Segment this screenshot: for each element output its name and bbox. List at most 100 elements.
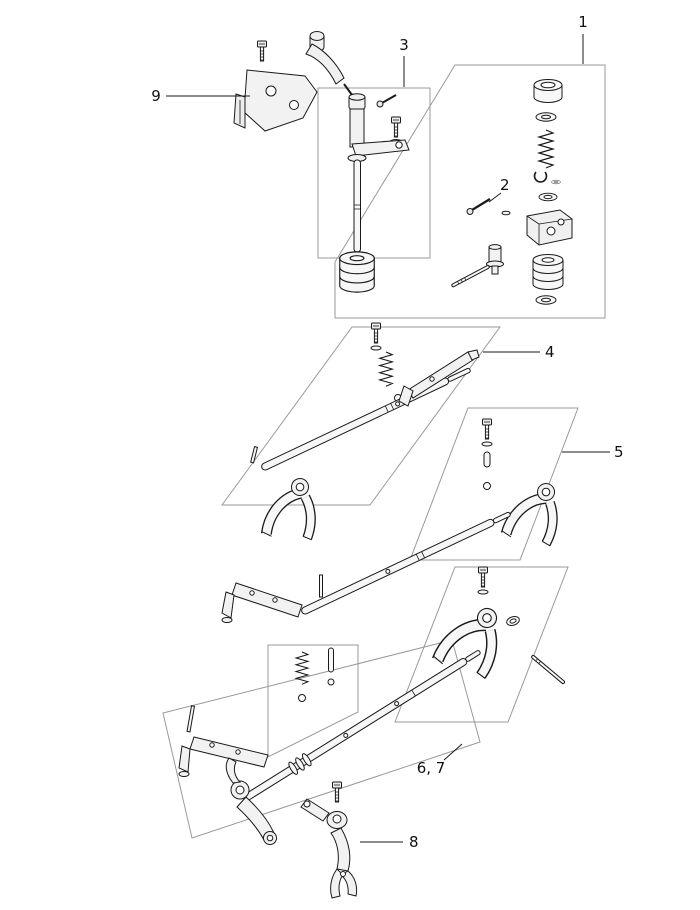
lever-fork-prong: [330, 868, 344, 899]
small-washer: [481, 441, 493, 447]
interlock-spool: [532, 254, 564, 290]
cap-top: [348, 93, 366, 101]
fork-rail: [301, 511, 511, 615]
shift-fork: [501, 475, 568, 550]
plate-hole: [265, 85, 277, 97]
callout-8: 8: [409, 833, 419, 851]
detent-pin: [483, 451, 491, 468]
retainer-clip: [233, 93, 246, 129]
housing-body: [349, 108, 365, 148]
bolt-icon: [482, 418, 492, 440]
small-washer: [370, 345, 382, 351]
lever-end-hole: [266, 834, 274, 842]
bar-hole: [429, 376, 435, 382]
roll-pin: [186, 705, 196, 733]
roll-pin: [319, 574, 323, 598]
shift-lever-8: [300, 781, 358, 899]
callout-1: 1: [578, 13, 588, 31]
callout-5: 5: [614, 443, 624, 461]
screw-2: [471, 198, 491, 211]
screw-2-head: [466, 208, 474, 215]
spring-icon: [538, 129, 554, 169]
detent-pin: [328, 647, 334, 673]
fork-hole: [340, 871, 346, 877]
callout-2: 2: [500, 176, 510, 194]
fork-rail-assembly-6-7: [178, 566, 566, 845]
lever-fork-prong: [340, 870, 358, 897]
bracket-hole: [546, 226, 556, 236]
boundary-box-6-7-fork: [394, 566, 569, 723]
roll-pin: [250, 446, 259, 464]
pivot-boss-top: [309, 31, 325, 41]
flange-hole: [395, 141, 403, 149]
detent-ball: [483, 482, 491, 490]
shift-lever-assembly-9: [233, 31, 357, 132]
plunger-tip: [491, 265, 499, 275]
fork-shaft-assembly-4: [250, 322, 480, 543]
boundary-box-6-7-main: [162, 639, 481, 839]
control-housing-parts-1: [451, 79, 573, 305]
callout-3: 3: [399, 36, 409, 54]
set-screw: [381, 94, 397, 104]
boundary-box-3: [317, 87, 431, 259]
small-washer: [477, 589, 489, 595]
washer-icon: [538, 192, 558, 202]
arm-hook: [178, 745, 191, 773]
fork-parts-5: [481, 418, 568, 550]
detent-ball: [327, 678, 335, 686]
shift-shaft-assembly-3: [339, 93, 410, 293]
joint-bar-hook: [398, 385, 414, 407]
arm-hole: [249, 590, 255, 596]
detent-spring: [379, 351, 393, 387]
boundary-box-1: [334, 64, 606, 319]
lever-plate: [243, 69, 318, 132]
fork-rail: [261, 367, 471, 471]
lever-boss-hole: [332, 814, 342, 824]
leader-line-6-7: [443, 743, 463, 761]
small-washer: [551, 179, 561, 185]
washer-icon: [535, 112, 557, 122]
bracket-edges: [526, 215, 573, 245]
housing-flange: [351, 139, 410, 157]
washer-icon: [535, 295, 557, 305]
boundary-box-4: [221, 326, 501, 506]
arm-hole: [209, 742, 215, 748]
plate-hole: [289, 100, 299, 110]
arm-hook: [221, 591, 235, 619]
shaft-groove: [354, 204, 361, 210]
lever-hook: [225, 757, 242, 784]
stud: [343, 83, 353, 96]
arm-foot: [221, 617, 233, 623]
spring-pin: [451, 264, 490, 288]
detent-parts-6-7: [295, 647, 335, 702]
callout-6-7: 6, 7: [417, 759, 446, 777]
leader-line-2: [488, 192, 502, 203]
interlock-spool: [339, 251, 375, 293]
detent-ball: [298, 694, 306, 702]
snap-ring: [533, 171, 548, 183]
callout-9: 9: [151, 87, 161, 105]
arm-hole: [235, 749, 241, 755]
bolt-icon: [391, 116, 401, 138]
arm-foot: [178, 771, 190, 777]
set-screw-head: [376, 100, 384, 108]
spring-pin: [531, 654, 566, 685]
bushing-bore: [540, 81, 556, 89]
boundary-box-detent-pins: [267, 644, 359, 758]
lever-arm: [330, 827, 351, 872]
screw-icon: [257, 40, 267, 62]
joint-bar-flange: [467, 349, 480, 361]
shift-fork: [432, 596, 512, 682]
shift-shaft: [353, 159, 361, 253]
plunger-top: [488, 244, 502, 250]
small-washer: [501, 210, 511, 216]
bolt-icon: [478, 566, 488, 588]
arm-hole: [272, 597, 278, 603]
bolt-icon: [371, 322, 381, 344]
selector-arm: [231, 582, 303, 618]
callouts: 1 2 3 9 4 5 6, 7 8: [151, 13, 623, 851]
lever-boss-hole: [235, 785, 245, 795]
lever-arm: [305, 43, 345, 85]
